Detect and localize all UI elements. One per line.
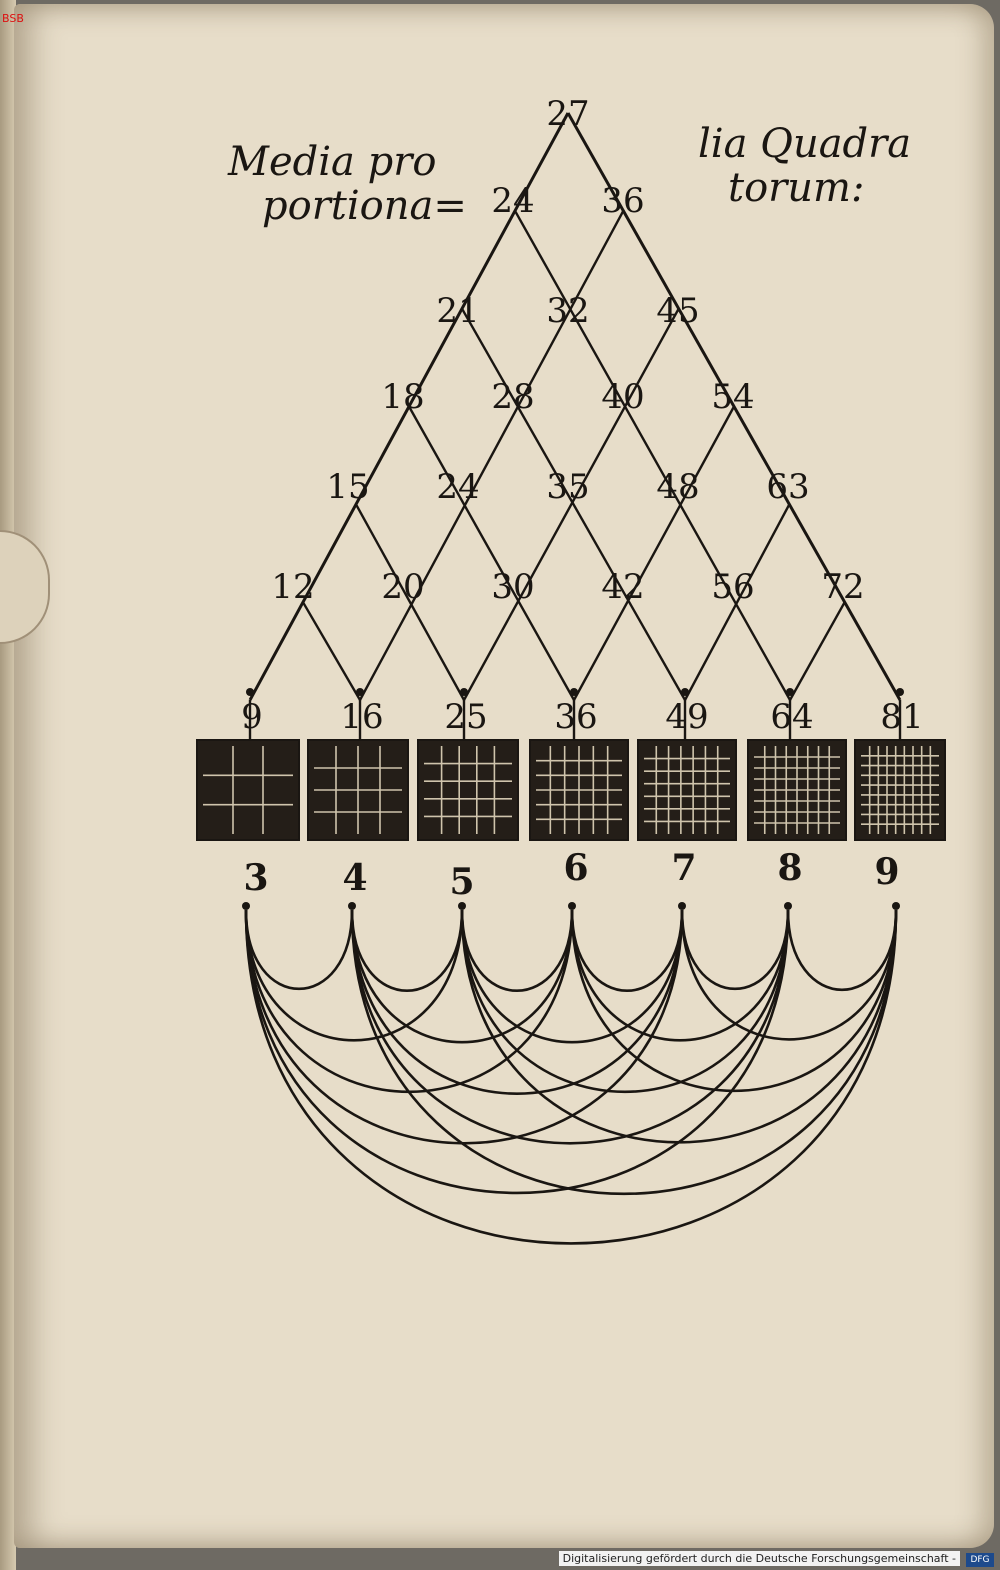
arc-anchor-dot: [348, 902, 356, 910]
root-number: 8: [777, 847, 802, 889]
caption-right: lia Quadra torum:: [698, 122, 911, 210]
stem-dot: [570, 688, 578, 696]
lattice-number: 30: [491, 567, 534, 607]
lattice-number: 24: [491, 181, 534, 221]
caption-right-line-2: torum:: [728, 165, 865, 211]
connecting-arc: [460, 909, 790, 1093]
lattice-line: [354, 503, 466, 701]
connecting-arc: [570, 909, 790, 1042]
square-number: 16: [340, 697, 383, 737]
root-number: 6: [563, 847, 588, 889]
lattice-line: [301, 601, 362, 701]
lattice-number: 42: [601, 567, 644, 607]
connecting-arc: [244, 909, 898, 1245]
square-number: 49: [665, 697, 708, 737]
root-number: 5: [449, 861, 474, 903]
connecting-arc: [460, 909, 898, 1144]
caption-left-line-1: Media pro: [228, 139, 437, 185]
connecting-arc: [350, 909, 684, 1095]
connecting-arc: [680, 909, 898, 1041]
connecting-arc: [460, 909, 684, 1044]
root-number: 3: [243, 857, 268, 899]
square-number: 25: [444, 697, 487, 737]
square-number: 81: [880, 697, 923, 737]
stem-dot: [896, 688, 904, 696]
caption-left: Media pro portiona=: [228, 140, 467, 228]
connecting-arc: [680, 909, 790, 991]
connecting-arc: [244, 909, 354, 991]
stem-dot: [786, 688, 794, 696]
grid-square: [417, 739, 519, 841]
lattice-number: 15: [326, 467, 369, 507]
connecting-arc: [244, 909, 790, 1195]
stem-dot: [356, 688, 364, 696]
connecting-arc: [570, 909, 684, 992]
lattice-line: [460, 308, 687, 701]
lattice-number: 63: [766, 467, 809, 507]
arc-anchor-dot: [678, 902, 686, 910]
lattice-number: 72: [821, 567, 864, 607]
connecting-arc: [244, 909, 464, 1042]
square-number: 64: [770, 697, 813, 737]
connecting-arc: [350, 909, 464, 992]
lattice-line: [513, 210, 792, 701]
lattice-line: [462, 308, 680, 701]
lattice-number: 54: [711, 377, 754, 417]
caption-left-line-2: portiona=: [262, 183, 467, 229]
root-number: 7: [671, 847, 696, 889]
grid-square: [637, 739, 737, 841]
lattice-number: 28: [491, 377, 534, 417]
square-number: 36: [554, 697, 597, 737]
root-number: 9: [874, 851, 899, 893]
lattice-number: 21: [436, 291, 479, 331]
book-spine-edge: [0, 0, 16, 1570]
arc-anchor-dot: [458, 902, 466, 910]
lattice-line: [572, 405, 736, 701]
dfg-logo: DFG: [966, 1553, 994, 1567]
lattice-number: 36: [601, 181, 644, 221]
lattice-number: 20: [381, 567, 424, 607]
connecting-arc: [460, 909, 574, 992]
arc-anchor-dot: [242, 902, 250, 910]
connecting-arc: [350, 909, 574, 1044]
arc-anchor-dot: [784, 902, 792, 910]
lattice-number: 35: [546, 467, 589, 507]
arc-anchor-dot: [568, 902, 576, 910]
lattice-line: [358, 210, 625, 701]
lattice-number: 40: [601, 377, 644, 417]
stem-dot: [681, 688, 689, 696]
lattice-number: 18: [381, 377, 424, 417]
library-mark: BSB: [2, 12, 24, 25]
connecting-arc: [786, 909, 898, 992]
connecting-arc: [570, 909, 898, 1092]
lattice-line: [788, 601, 846, 701]
stem-dot: [460, 688, 468, 696]
caption-right-line-1: lia Quadra: [698, 121, 912, 167]
root-number: 4: [342, 857, 367, 899]
lattice-number: 56: [711, 567, 754, 607]
connecting-arc: [350, 909, 898, 1195]
lattice-number: 48: [656, 467, 699, 507]
lattice-line: [683, 503, 791, 701]
lattice-number: 32: [546, 291, 589, 331]
lattice-number: 27: [546, 94, 589, 134]
connecting-arc: [350, 909, 790, 1145]
lattice-line: [407, 405, 576, 701]
grid-square: [196, 739, 300, 841]
footer-credit: Digitalisierung gefördert durch die Deut…: [558, 1551, 960, 1566]
lattice-number: 12: [271, 567, 314, 607]
lattice-number: 24: [436, 467, 479, 507]
connecting-arc: [244, 909, 684, 1145]
arc-anchor-dot: [892, 902, 900, 910]
stem-dot: [246, 688, 254, 696]
square-number: 9: [241, 697, 263, 737]
lattice-number: 45: [656, 291, 699, 331]
